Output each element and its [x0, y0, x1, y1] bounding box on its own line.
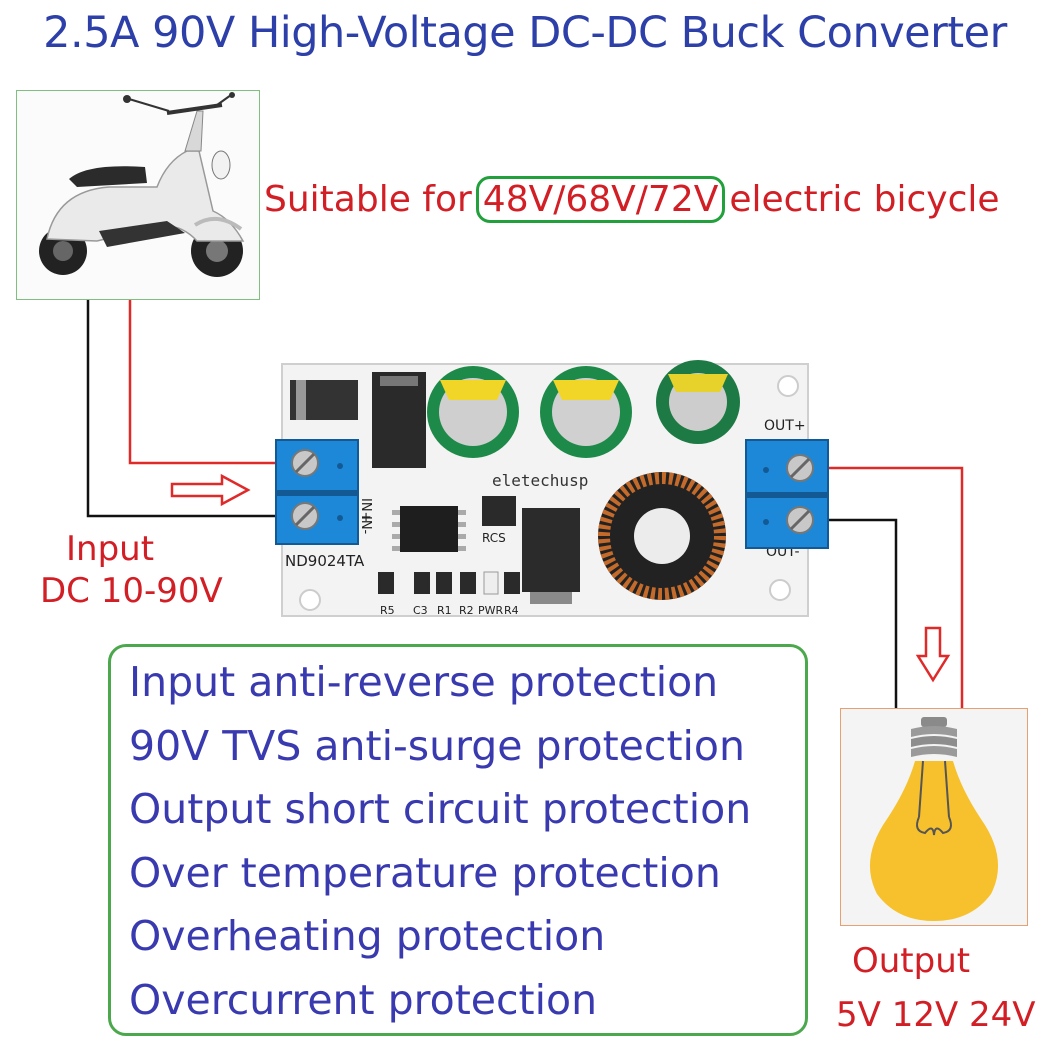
- feature-item: Output short circuit protection: [129, 785, 752, 833]
- output-positive-wire: [800, 466, 964, 708]
- board-label-r4: R4: [504, 604, 519, 617]
- board-label-r5: R5: [380, 604, 395, 617]
- input-positive-wire: [128, 300, 300, 465]
- scooter-image: [16, 90, 260, 300]
- input-negative-wire: [86, 300, 300, 518]
- input-voltage-range: DC 10-90V: [40, 571, 223, 611]
- light-bulb-icon: [869, 717, 999, 921]
- output-label: Output 5V 12V 24V: [830, 934, 1050, 1042]
- feature-item: Input anti-reverse protection: [129, 658, 719, 706]
- feature-item: 90V TVS anti-surge protection: [129, 721, 745, 770]
- board-label-c3: C3: [413, 604, 428, 617]
- input-terminal-block: [275, 439, 359, 545]
- board-in-minus-text: IN-: [358, 516, 373, 535]
- board-model-text: ND9024TA: [285, 552, 365, 570]
- input-arrow-icon: [170, 473, 251, 507]
- output-label-title: Output: [852, 941, 971, 981]
- board-in-plus-text: IN+: [358, 498, 373, 522]
- board-label-r2: R2: [459, 604, 474, 617]
- feature-item: Over temperature protection: [129, 848, 721, 897]
- features-list: Input anti-reverse protection 90V TVS an…: [111, 647, 805, 1032]
- output-voltages: 5V 12V 24V: [836, 995, 1036, 1035]
- features-box: Input anti-reverse protection 90V TVS an…: [108, 644, 808, 1036]
- input-label: Input DC 10-90V: [40, 528, 240, 612]
- board-label-r1: R1: [437, 604, 452, 617]
- light-bulb-image: [840, 708, 1028, 926]
- output-negative-wire: [800, 518, 898, 708]
- board-label-pwr: PWR: [478, 604, 504, 617]
- suitable-suffix: electric bicycle: [729, 179, 1000, 220]
- suitable-prefix: Suitable for: [264, 179, 472, 220]
- feature-item: Overcurrent protection: [129, 975, 598, 1024]
- output-terminal-block: [745, 439, 829, 549]
- pcb-board: eletechusp ND9024TA OUT+ OUT- IN+ IN- RC…: [281, 360, 809, 617]
- board-out-plus-text: OUT+: [764, 418, 806, 434]
- output-arrow-icon: [915, 626, 951, 683]
- scooter-icon: [39, 92, 245, 277]
- voltage-highlight: 48V/68V/72V: [475, 176, 726, 223]
- feature-item: Overheating protection: [129, 912, 606, 960]
- board-rcs-text: RCS: [482, 531, 506, 545]
- board-brand-text: eletechusp: [492, 471, 588, 490]
- input-label-title: Input: [66, 529, 155, 569]
- page-title: 2.5A 90V High-Voltage DC-DC Buck Convert…: [43, 8, 1007, 58]
